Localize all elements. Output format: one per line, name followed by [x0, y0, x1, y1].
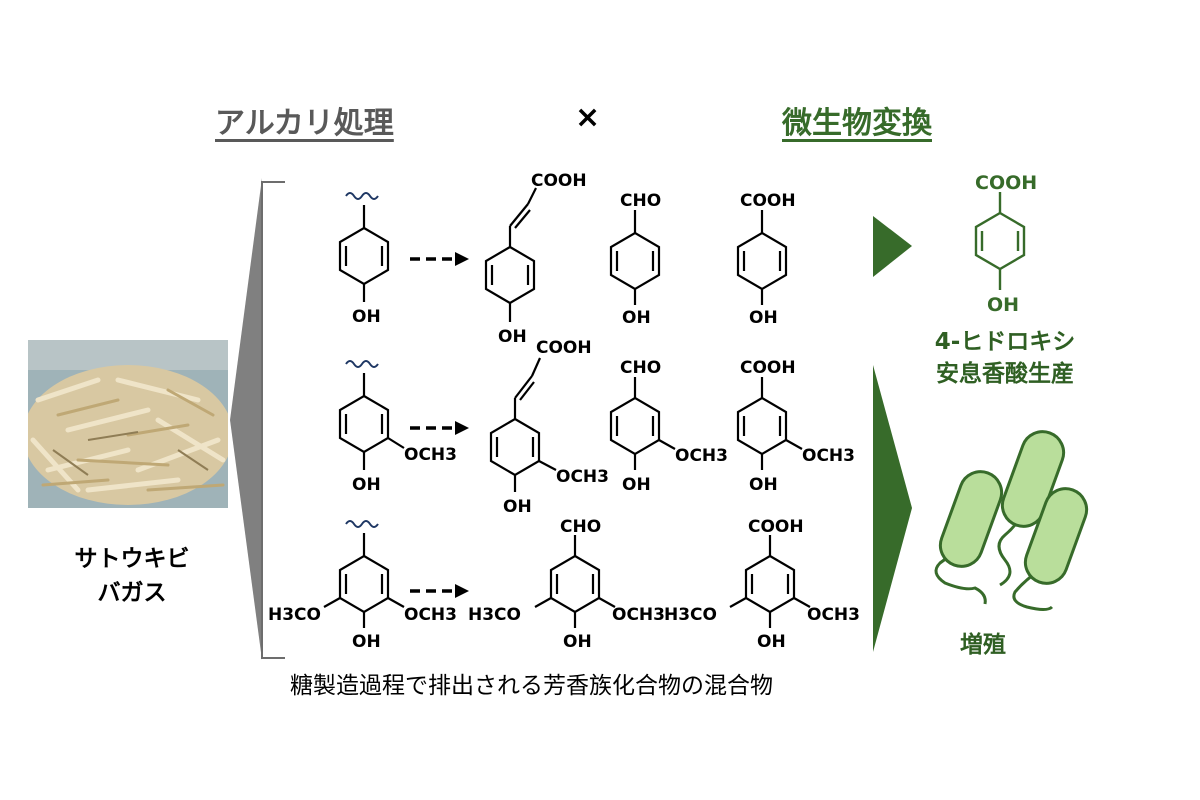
product-label-line2: 安息香酸生産 [936, 361, 1074, 387]
product-molecule [974, 192, 1026, 290]
r1-start-oh: OH [352, 307, 381, 327]
gray-expansion-arrow [230, 178, 262, 660]
r3-start-h3co: H3CO [268, 605, 321, 625]
r1-c3-oh: OH [749, 308, 778, 328]
r2-c3-och3: OCH3 [802, 446, 855, 466]
product-label-line1: 4-ヒドロキシ [934, 329, 1076, 355]
alkali-treatment-title: アルカリ処理 [215, 106, 394, 141]
r2-c2-och3: OCH3 [675, 446, 728, 466]
r3-c1-h3co: H3CO [468, 605, 521, 625]
green-arrow-small [873, 216, 912, 277]
r3-c2-oh: OH [757, 632, 786, 652]
microbial-conversion-title: 微生物変換 [782, 106, 932, 141]
r3-c1-oh: OH [563, 632, 592, 652]
product-oh: OH [987, 294, 1019, 316]
wavy-bond-icons [345, 192, 379, 528]
growth-label: 増殖 [960, 632, 1006, 658]
bagasse-label-line2: バガス [97, 580, 167, 606]
product-label: 4-ヒドロキシ 安息香酸生産 [915, 326, 1095, 390]
r2-c2-cho: CHO [620, 358, 661, 378]
r2-c1-oh: OH [503, 497, 532, 517]
bagasse-label: サトウキビ バガス [62, 542, 202, 610]
r2-c1-och3: OCH3 [556, 467, 609, 487]
r2-c3-oh: OH [749, 475, 778, 495]
r3-start-oh: OH [352, 632, 381, 652]
r1-c2-cho: CHO [620, 191, 661, 211]
r2-start-och3: OCH3 [404, 445, 457, 465]
r2-c1-cooh: COOH [536, 338, 592, 358]
bracket [261, 181, 285, 659]
r3-c2-och3: OCH3 [807, 605, 860, 625]
r1-c1-oh: OH [498, 327, 527, 347]
product-cooh: COOH [975, 172, 1037, 194]
r1-c3-cooh: COOH [740, 191, 796, 211]
r1-c2-oh: OH [622, 308, 651, 328]
r3-c1-cho: CHO [560, 517, 601, 537]
r3-c2-cooh: COOH [748, 517, 804, 537]
r2-start-oh: OH [352, 475, 381, 495]
r3-start-och3: OCH3 [404, 605, 457, 625]
r1-c1-cooh: COOH [531, 171, 587, 191]
bagasse-label-line1: サトウキビ [74, 546, 190, 572]
mixture-caption: 糖製造過程で排出される芳香族化合物の混合物 [290, 673, 773, 699]
green-arrow-large [873, 365, 912, 652]
r3-c1-och3: OCH3 [612, 605, 665, 625]
r2-c3-cooh: COOH [740, 358, 796, 378]
r3-c2-h3co: H3CO [664, 605, 717, 625]
times-symbol: × [575, 100, 601, 135]
r2-c2-oh: OH [622, 475, 651, 495]
bagasse-photo [28, 340, 228, 508]
